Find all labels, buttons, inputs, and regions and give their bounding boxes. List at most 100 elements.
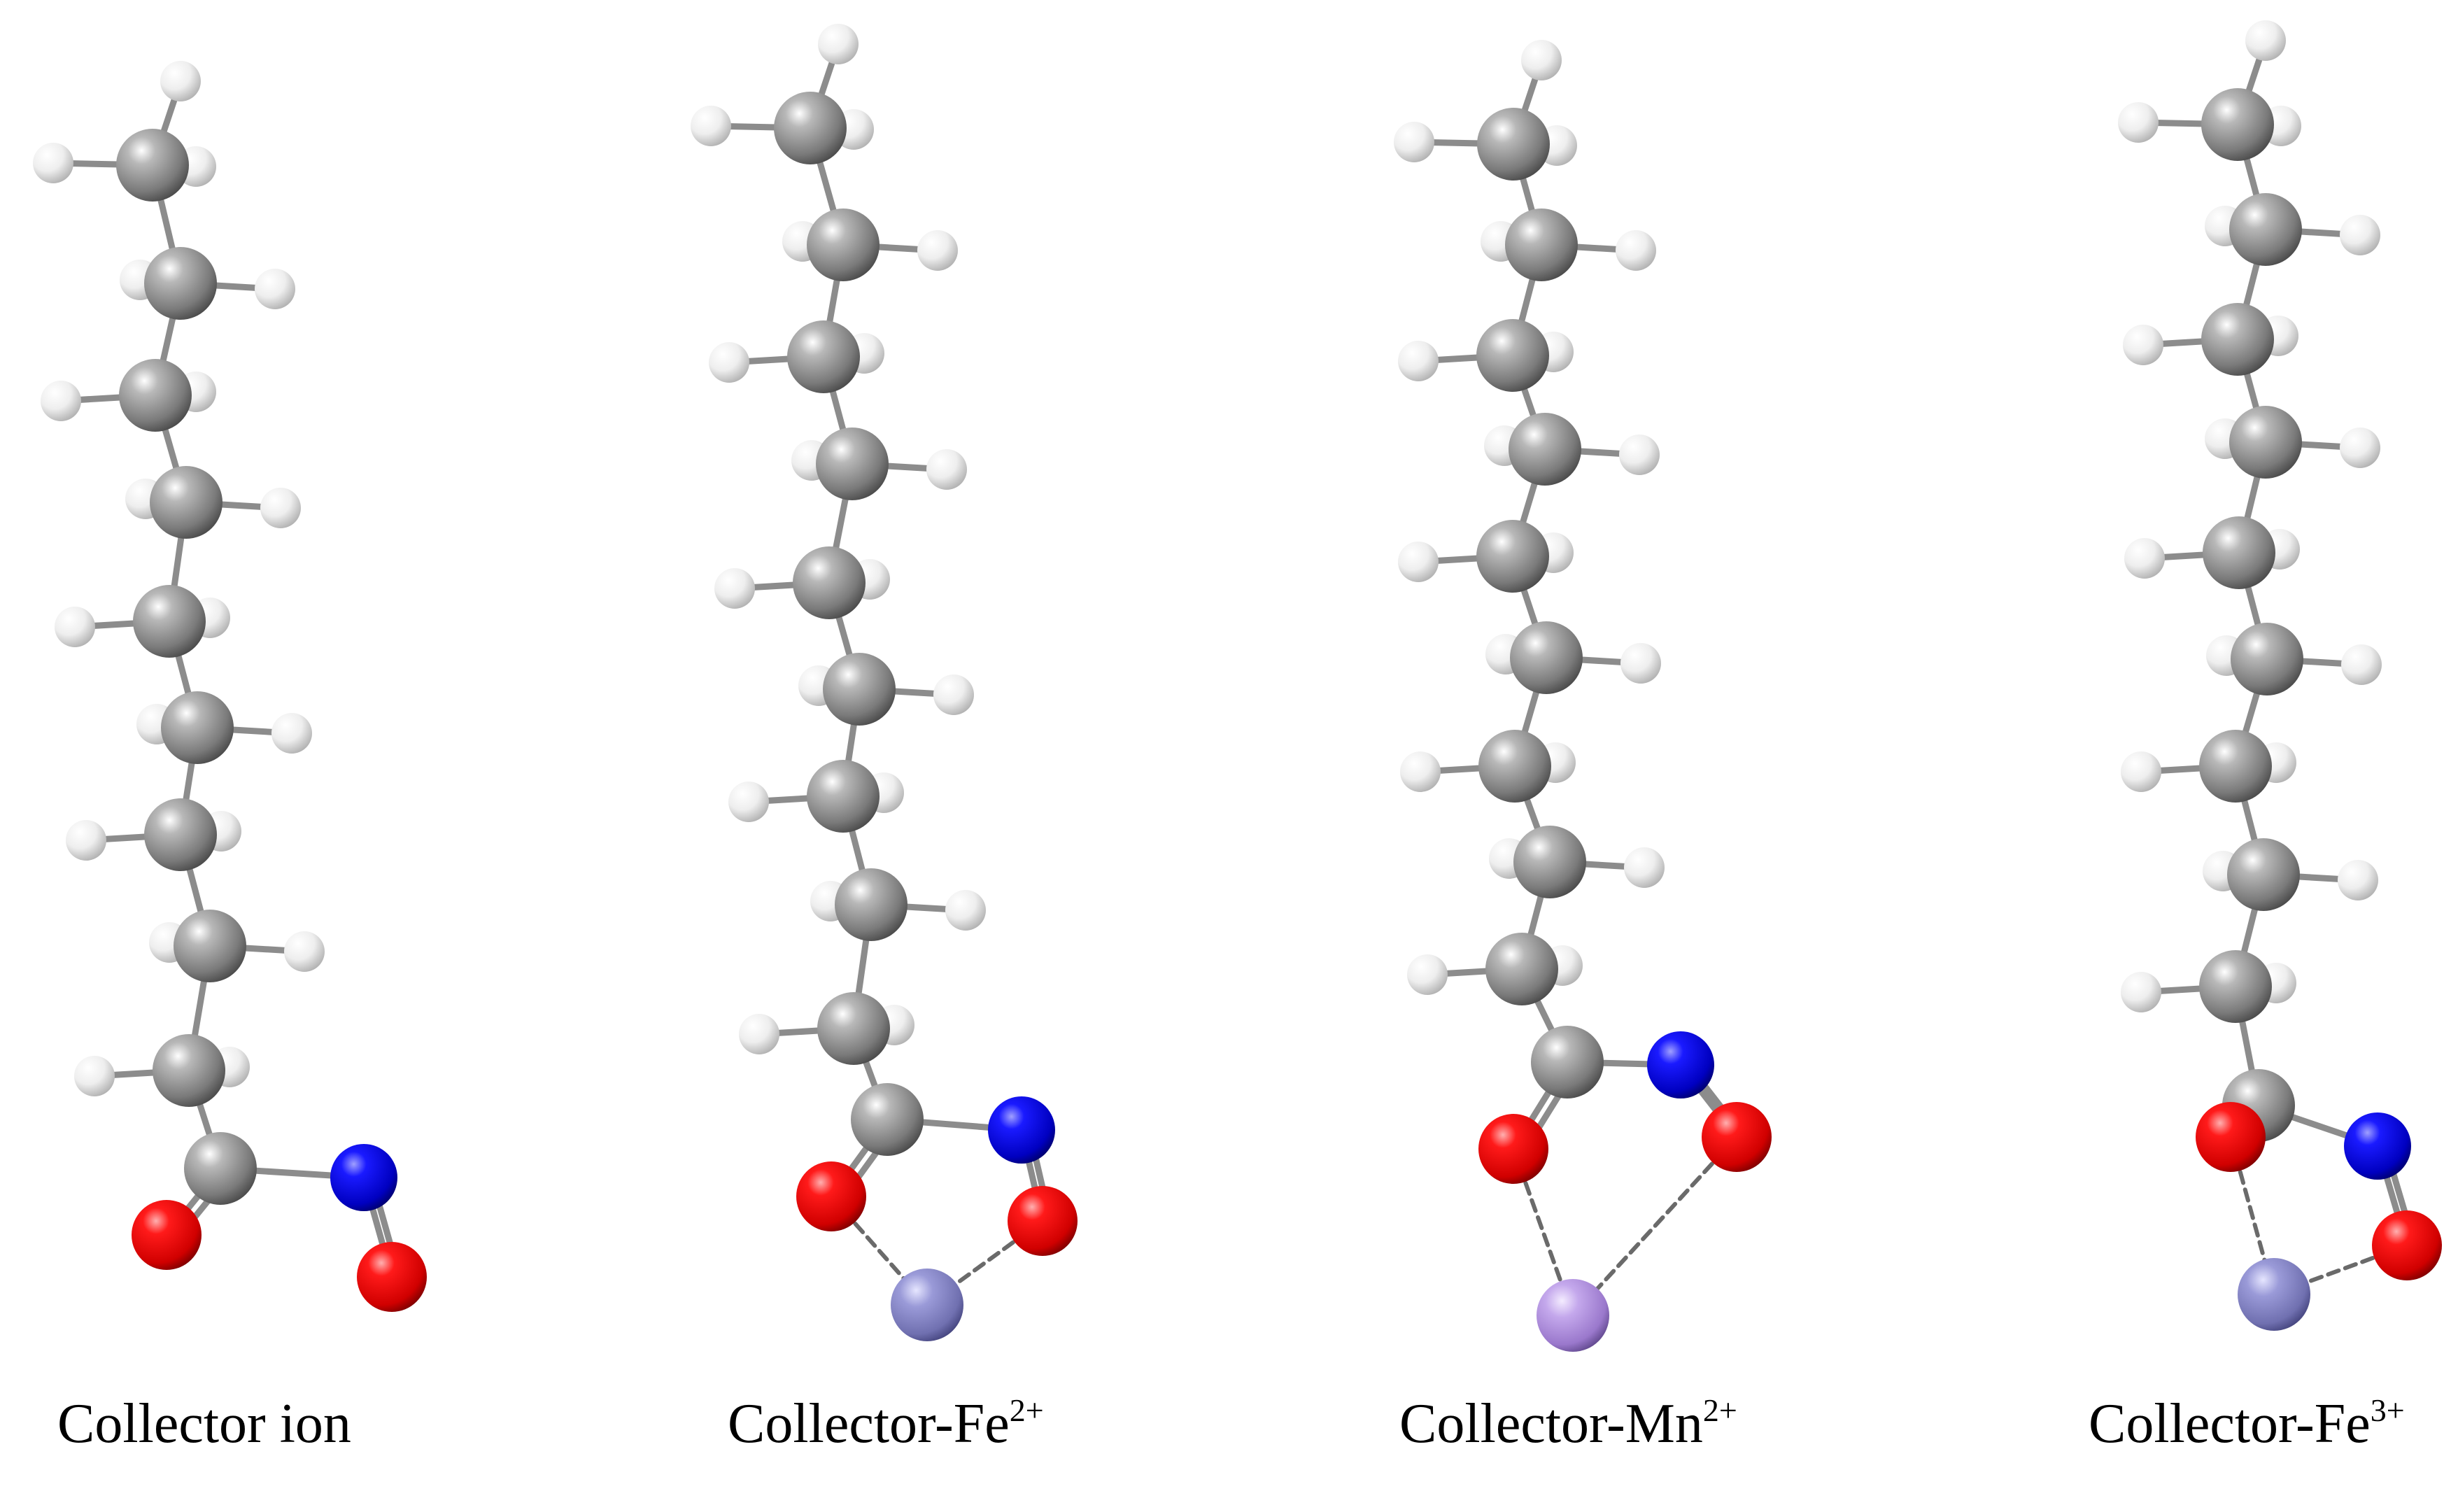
hydrogen-atom (1619, 434, 1660, 475)
bonds-layer (50, 37, 2418, 1317)
carbon-atom (2199, 950, 2272, 1023)
oxygen-atom (357, 1242, 427, 1312)
atoms-layer (33, 20, 2442, 1352)
caption-collector-ion: Collector ion (57, 1396, 351, 1452)
hydrogen-atom (1616, 230, 1656, 271)
carbon-atom (835, 868, 907, 941)
hydrogen-atom (933, 674, 974, 715)
carbon-atom (1531, 1026, 1604, 1098)
carbon-atom (1513, 826, 1586, 898)
caption-main: Collector-Fe (2089, 1393, 2371, 1455)
carbon-atom (1476, 520, 1549, 593)
carbon-atom (787, 320, 860, 393)
caption-main: Collector ion (57, 1393, 351, 1455)
mn-ion-atom (1537, 1279, 1609, 1352)
carbon-atom (2229, 406, 2302, 479)
hydrogen-atom (728, 782, 769, 822)
carbon-atom (174, 910, 246, 982)
hydrogen-atom (2118, 102, 2159, 143)
hydrogen-atom (2123, 325, 2163, 365)
carbon-atom (2229, 193, 2302, 266)
hydrogen-atom (2340, 428, 2380, 468)
carbon-atom (1476, 319, 1549, 392)
carbon-atom (144, 798, 217, 871)
carbon-atom (150, 466, 223, 539)
hydrogen-atom (2341, 644, 2382, 685)
hydrogen-atom (41, 381, 81, 421)
carbon-atom (1509, 413, 1581, 486)
caption-main: Collector-Fe (728, 1393, 1010, 1455)
hydrogen-atom (1398, 542, 1439, 582)
hydrogen-atom (33, 143, 73, 183)
carbon-atom (2201, 88, 2274, 161)
hydrogen-atom (271, 713, 312, 754)
carbon-atom (119, 359, 192, 432)
carbon-atom (2199, 730, 2272, 803)
nitrogen-atom (988, 1096, 1055, 1164)
carbon-atom (816, 428, 889, 500)
carbon-atom (144, 247, 217, 320)
caption-collector-fe2: Collector-Fe2+ (728, 1393, 1044, 1455)
hydrogen-atom (1398, 341, 1439, 381)
oxygen-atom (1478, 1114, 1548, 1184)
hydrogen-atom (2121, 751, 2161, 792)
caption-charge: 2+ (1702, 1392, 1737, 1428)
caption-charge: 2+ (1009, 1392, 1044, 1428)
hydrogen-atom (691, 106, 731, 146)
carbon-atom (161, 691, 234, 764)
carbon-atom (1485, 933, 1558, 1005)
hydrogen-atom (160, 61, 201, 101)
oxygen-atom (1008, 1186, 1078, 1256)
hydrogen-atom (818, 24, 859, 64)
hydrogen-atom (2245, 20, 2286, 61)
hydrogen-atom (2124, 538, 2165, 579)
carbon-atom (1505, 209, 1578, 281)
carbon-atom (793, 546, 866, 619)
carbon-atom (2203, 516, 2275, 589)
hydrogen-atom (2338, 860, 2378, 900)
hydrogen-atom (55, 607, 95, 647)
carbon-atom (817, 992, 890, 1065)
hydrogen-atom (1521, 40, 1562, 80)
caption-collector-fe3: Collector-Fe3+ (2089, 1393, 2405, 1455)
hydrogen-atom (926, 449, 967, 490)
hydrogen-atom (917, 230, 958, 271)
carbon-atom (1510, 621, 1583, 694)
carbon-atom (2201, 303, 2274, 376)
hydrogen-atom (1407, 954, 1448, 995)
carbon-atom (1477, 108, 1550, 181)
hydrogen-atom (260, 488, 301, 528)
hydrogen-atom (1400, 751, 1441, 792)
carbon-atom (1478, 730, 1551, 803)
hydrogen-atom (2340, 215, 2380, 255)
hydrogen-atom (255, 269, 295, 309)
oxygen-atom (796, 1161, 866, 1231)
carbon-atom (184, 1132, 257, 1205)
carbon-atom (2227, 838, 2300, 911)
oxygen-atom (132, 1200, 202, 1270)
hydrogen-atom (74, 1056, 115, 1096)
fe-ion-atom (891, 1269, 963, 1341)
oxygen-atom (2196, 1102, 2266, 1172)
caption-collector-mn2: Collector-Mn2+ (1399, 1393, 1737, 1455)
carbon-atom (823, 653, 896, 726)
nitrogen-atom (2344, 1112, 2411, 1180)
caption-charge: 3+ (2370, 1392, 2405, 1428)
hydrogen-atom (1624, 847, 1665, 888)
hydrogen-atom (1394, 122, 1434, 162)
carbon-atom (807, 209, 880, 281)
nitrogen-atom (1647, 1031, 1714, 1098)
hydrogen-atom (714, 568, 755, 609)
nitrogen-atom (330, 1144, 397, 1211)
hydrogen-atom (284, 931, 325, 972)
hydrogen-atom (945, 890, 986, 931)
carbon-atom (133, 585, 206, 658)
hydrogen-atom (709, 342, 749, 383)
caption-main: Collector-Mn (1399, 1393, 1703, 1455)
oxygen-atom (1702, 1102, 1772, 1172)
oxygen-atom (2372, 1210, 2442, 1280)
carbon-atom (807, 760, 880, 833)
carbon-atom (851, 1083, 924, 1156)
hydrogen-atom (739, 1014, 779, 1054)
